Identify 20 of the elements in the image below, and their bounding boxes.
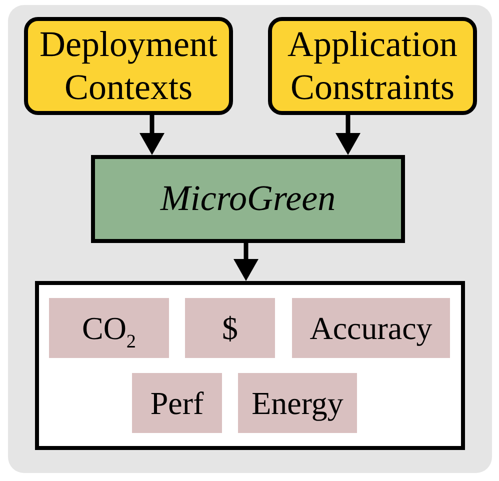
- metric-box: [292, 298, 450, 358]
- arrow: [140, 115, 164, 155]
- metric-label: Accuracy: [310, 308, 432, 348]
- metric-box: [185, 298, 275, 358]
- metric-box: [132, 373, 222, 433]
- metric-box: [49, 298, 169, 358]
- input-label: Deployment Contexts: [38, 22, 218, 109]
- process-label: MicroGreen: [160, 177, 336, 220]
- metrics-container: [35, 281, 465, 450]
- process-box: [91, 155, 405, 243]
- metric-label: Perf: [150, 384, 204, 422]
- input-box: [268, 17, 477, 115]
- input-label: Application Constraints: [286, 22, 458, 109]
- metric-label: $: [222, 308, 238, 348]
- arrow: [234, 243, 258, 281]
- input-box: [24, 17, 233, 115]
- metric-label: CO$_{2}$: [82, 308, 136, 348]
- metric-label: Energy: [252, 384, 344, 422]
- metric-box: [238, 373, 357, 433]
- arrow: [336, 115, 360, 155]
